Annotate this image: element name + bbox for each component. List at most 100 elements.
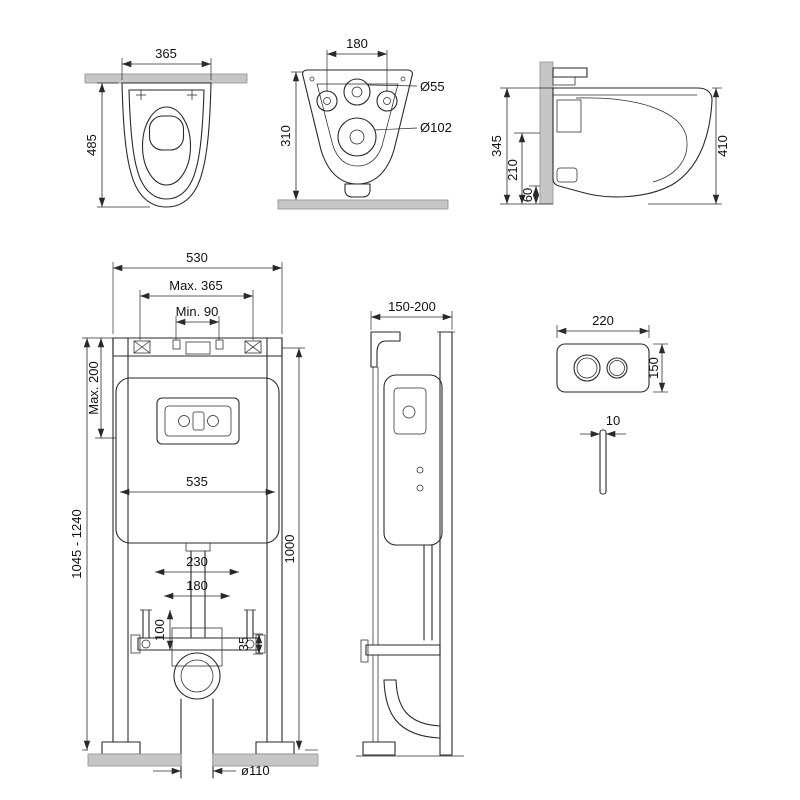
back-inner-plate xyxy=(316,83,399,167)
dim-label-410: 410 xyxy=(715,135,730,157)
leader-inlet: Ø55 xyxy=(367,79,445,94)
dim-label-485: 485 xyxy=(84,134,99,156)
drain-housing xyxy=(171,627,223,667)
plate-side-profile xyxy=(599,429,607,495)
bolt-hole-left xyxy=(316,90,338,112)
frame-front-view: 530 Max. 365 Min. 90 1045 - 1240 Max. 20… xyxy=(69,250,319,779)
foot-left xyxy=(101,741,141,755)
dim-label-345: 345 xyxy=(489,135,504,157)
water-surface xyxy=(148,115,185,151)
dim-label-100: 100 xyxy=(152,619,167,641)
dim-label-d102: Ø102 xyxy=(420,120,452,135)
wall-section xyxy=(84,73,248,84)
bowl-outline xyxy=(121,82,212,208)
flush-valve-unit xyxy=(156,397,240,445)
foot-right xyxy=(255,741,295,755)
dim-label-310: 310 xyxy=(278,125,293,147)
dim-label-210: 210 xyxy=(505,159,520,181)
dim-side-410: 410 xyxy=(648,87,730,205)
toilet-side-view: 345 210 60 410 xyxy=(489,61,730,205)
bottom-connector xyxy=(344,183,371,198)
flush-plate-body xyxy=(556,343,650,393)
floor-section xyxy=(277,199,449,210)
hinge-marks xyxy=(136,90,197,100)
flush-button-large xyxy=(573,354,601,382)
seat-opening xyxy=(141,106,192,186)
bolt-hole-right xyxy=(376,90,398,112)
dim-top-depth: 485 xyxy=(84,82,150,208)
foot-side xyxy=(362,741,396,756)
support-arm xyxy=(365,644,441,656)
outlet-hole xyxy=(337,117,377,157)
dim-min-90: Min. 90 xyxy=(175,304,220,340)
dim-side-210: 210 xyxy=(505,132,540,204)
top-crossbar xyxy=(112,337,283,357)
dim-fixing-230: 230 xyxy=(155,554,239,576)
wall-section xyxy=(539,61,554,205)
floor-section-left xyxy=(87,753,182,767)
dim-bolt-spacing: 180 xyxy=(326,36,388,92)
dim-label-535: 535 xyxy=(186,474,208,489)
valve-profile xyxy=(393,387,427,492)
dim-plate-thickness: 10 xyxy=(580,413,626,438)
dim-fixing-180: 180 xyxy=(164,578,230,600)
dim-label-180-frame: 180 xyxy=(186,578,208,593)
dim-label-max365: Max. 365 xyxy=(169,278,222,293)
bowl-cavity xyxy=(575,97,688,183)
dim-tank-width: 535 xyxy=(120,474,275,496)
dim-label-180: 180 xyxy=(346,36,368,51)
drain-elbow xyxy=(383,679,441,739)
outlet-duct xyxy=(556,167,578,183)
dim-frame-width: 530 xyxy=(112,250,283,334)
top-hook-bracket xyxy=(370,331,401,368)
dim-label-max200: Max. 200 xyxy=(86,361,101,414)
dim-1000: 1000 xyxy=(282,347,318,751)
flush-button-small xyxy=(606,357,628,379)
dim-plate-height: 150 xyxy=(646,343,668,393)
frame-side-view: 150-200 xyxy=(356,299,464,757)
dim-height-range: 1045 - 1240 xyxy=(69,337,113,751)
drain-socket xyxy=(173,652,221,700)
dim-label-10: 10 xyxy=(606,413,620,428)
dim-label-min90: Min. 90 xyxy=(176,304,219,319)
dim-label-150: 150 xyxy=(646,357,661,379)
dim-label-d55: Ø55 xyxy=(420,79,445,94)
flush-plate-view: 220 150 10 xyxy=(556,313,668,495)
dim-label-530: 530 xyxy=(186,250,208,265)
dim-label-d110: ø110 xyxy=(241,763,270,778)
toilet-top-view: 365 485 xyxy=(84,46,248,208)
floor-section-right xyxy=(212,753,319,767)
side-body-outline xyxy=(552,87,713,198)
hanger-bracket-right xyxy=(244,340,262,354)
mount-bracket xyxy=(552,67,588,78)
fixing-rods xyxy=(140,609,256,639)
cistern-profile xyxy=(383,374,443,546)
dim-label-1045-1240: 1045 - 1240 xyxy=(69,509,84,578)
dim-rod-100: 100 xyxy=(152,610,174,650)
dim-label-220: 220 xyxy=(592,313,614,328)
dim-max-365: Max. 365 xyxy=(139,278,254,340)
cistern-tank xyxy=(115,377,280,544)
inlet-hole xyxy=(343,78,371,106)
toilet-back-view: 180 Ø55 Ø102 310 xyxy=(277,36,452,210)
dim-label-60: 60 xyxy=(520,188,535,202)
dim-depth-range: 150-200 xyxy=(370,299,453,330)
back-body-outline xyxy=(302,69,413,185)
inlet-duct xyxy=(556,99,582,133)
dim-label-230: 230 xyxy=(186,554,208,569)
dim-label-150-200: 150-200 xyxy=(388,299,436,314)
dim-label-365: 365 xyxy=(155,46,177,61)
dim-top-width: 365 xyxy=(121,46,212,80)
inlet-fitting xyxy=(185,341,211,355)
seat-outline xyxy=(128,89,205,200)
dim-back-height: 310 xyxy=(278,71,303,201)
dim-side-60: 60 xyxy=(520,185,540,204)
dim-max-200: Max. 200 xyxy=(86,338,116,439)
dim-plate-width: 220 xyxy=(556,313,650,338)
dim-label-1000: 1000 xyxy=(282,535,297,564)
dim-drain-d110: ø110 xyxy=(153,763,270,778)
leader-outlet: Ø102 xyxy=(373,120,452,135)
hanger-bracket-left xyxy=(133,340,151,354)
